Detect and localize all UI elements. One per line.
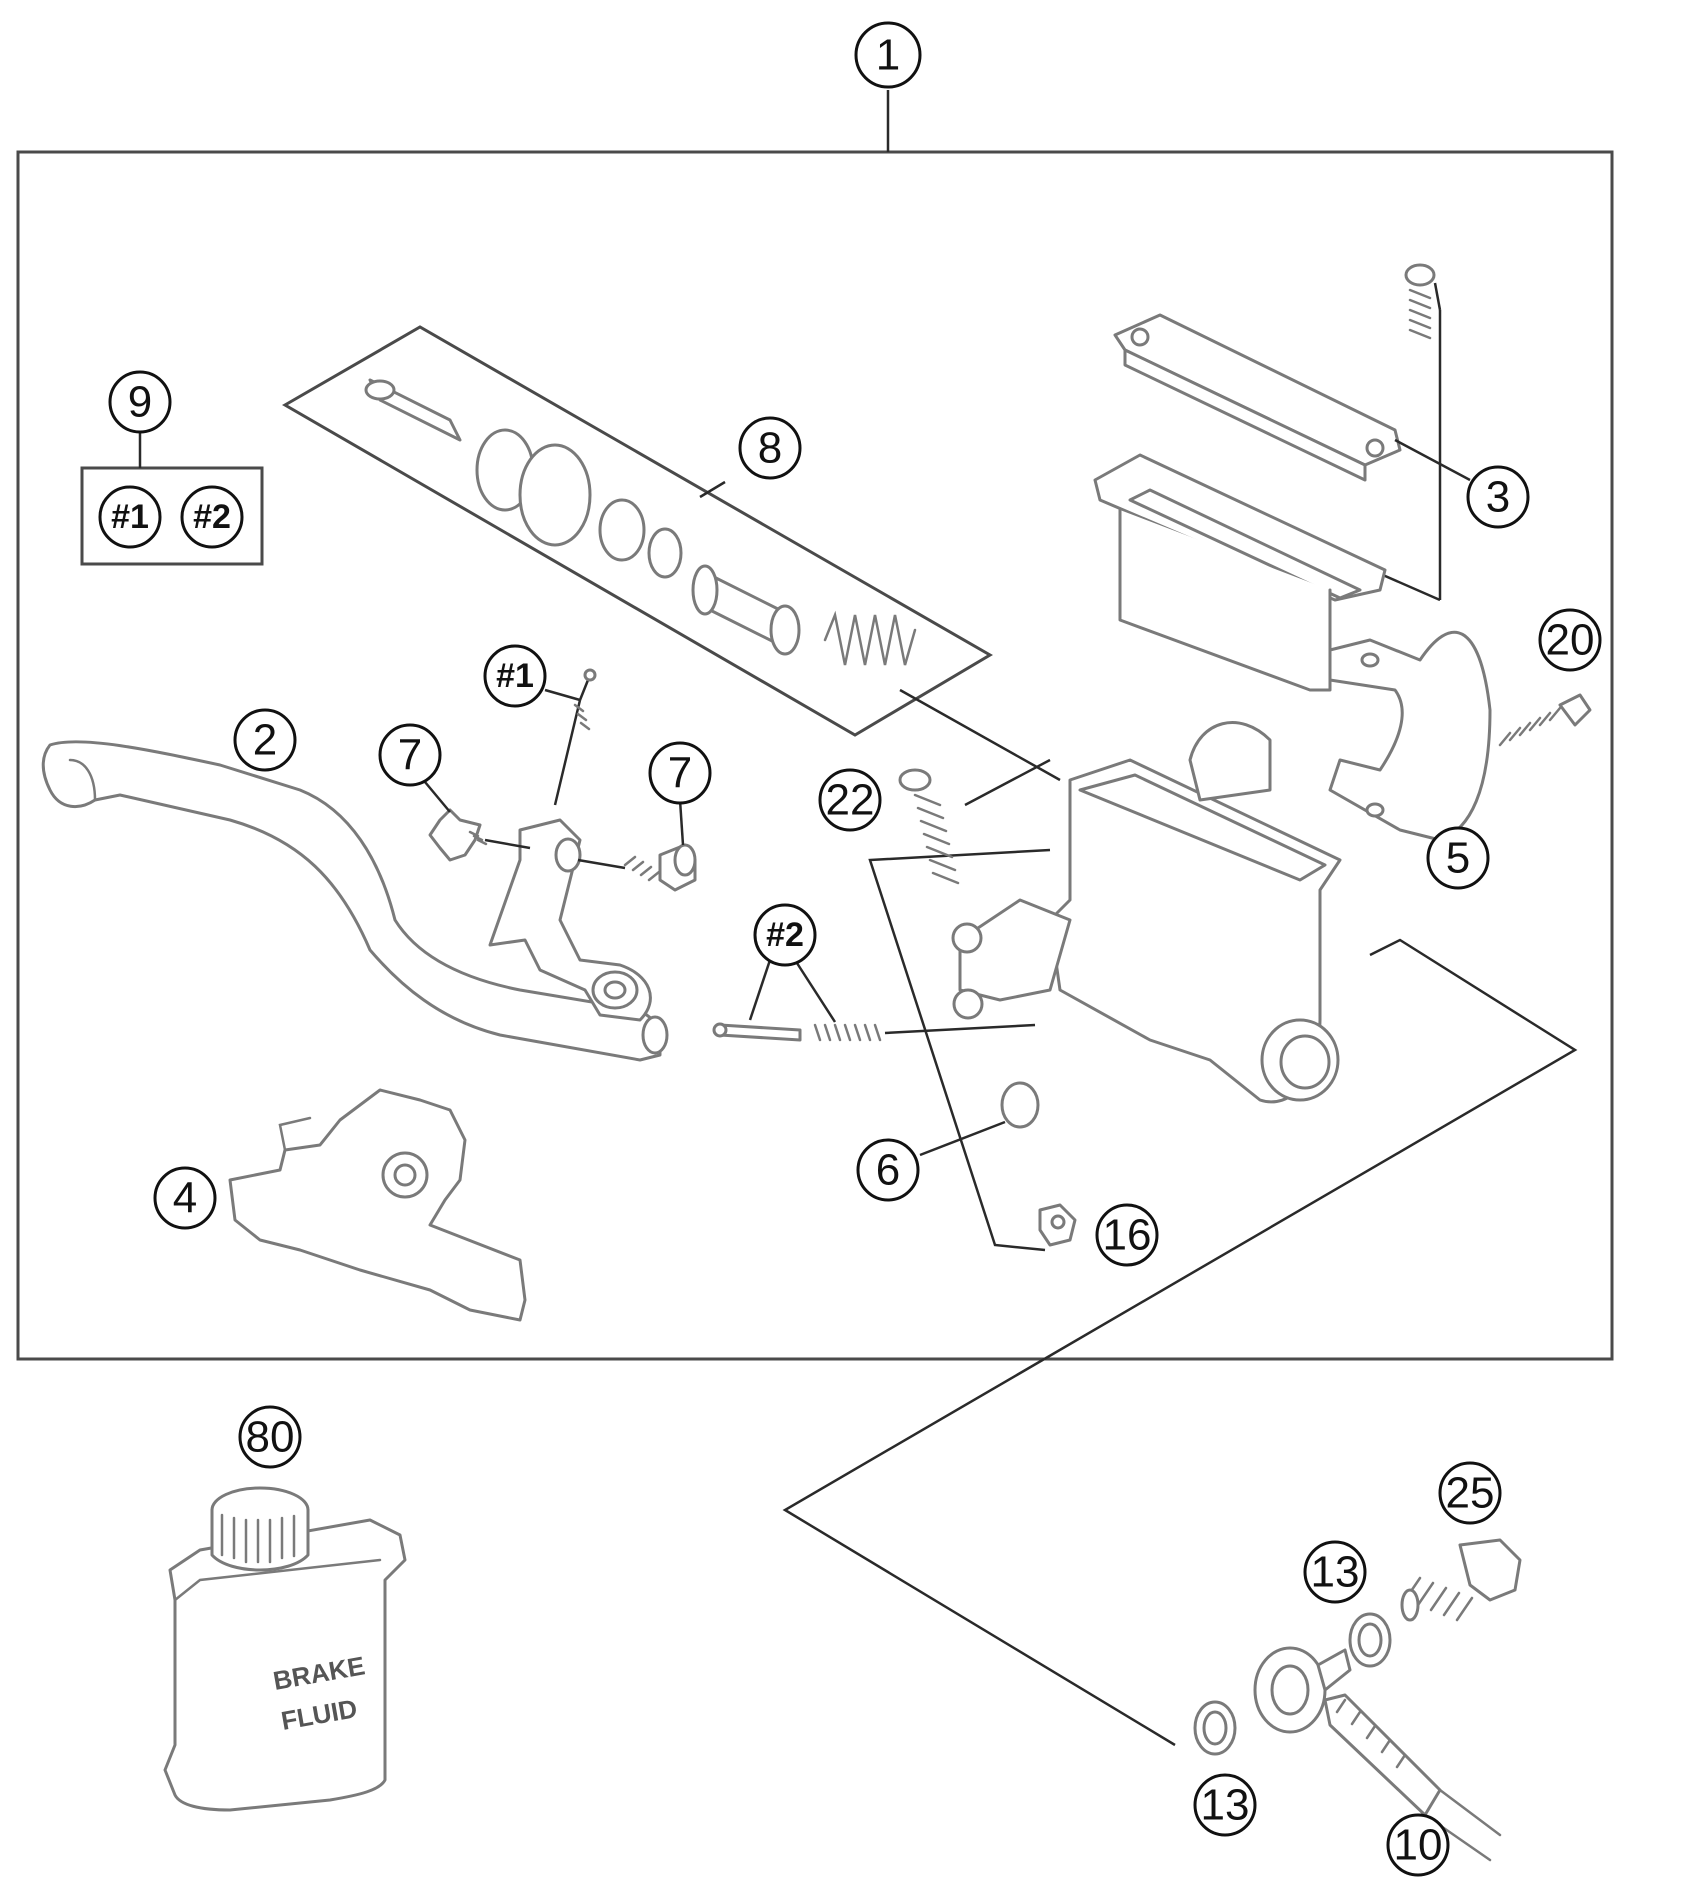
- kit-9-box: [80, 430, 264, 566]
- handlebar-clamp: [1328, 630, 1492, 842]
- callout-4: 4: [153, 1166, 217, 1230]
- hand-lever: [41, 740, 669, 1062]
- callout-hash2-pin-label: #2: [766, 916, 804, 954]
- adjuster-knob-left: [428, 808, 531, 862]
- reservoir-cap: [1113, 313, 1402, 482]
- callout-80-label: 80: [246, 1413, 295, 1462]
- hose-routing-frame: [782, 938, 1578, 1747]
- callout-25: 25: [1438, 1461, 1502, 1525]
- callout-22: 22: [818, 768, 882, 832]
- callout-9-label: 9: [128, 378, 152, 427]
- callout-10-label: 10: [1394, 1821, 1443, 1870]
- callout-7-right-label: 7: [668, 749, 692, 798]
- clamp-bolt: [1498, 693, 1592, 747]
- callout-5: 5: [1426, 826, 1490, 890]
- callout-3: 3: [1394, 438, 1530, 529]
- callout-13-lower-label: 13: [1201, 1781, 1250, 1830]
- adjuster-knob-right: [577, 843, 697, 892]
- callout-10: 10: [1386, 1813, 1450, 1877]
- callout-20: 20: [1538, 608, 1602, 672]
- callout-13-lower: 13: [1193, 1773, 1257, 1837]
- brake-fluid-bottle: BRAKE FLUID: [163, 1486, 407, 1812]
- washer-lower: [1193, 1700, 1237, 1756]
- callout-16: 16: [1095, 1203, 1159, 1267]
- washer-upper: [1348, 1612, 1392, 1668]
- banjo-bolt: [1400, 1538, 1522, 1622]
- callout-80: 80: [238, 1405, 302, 1469]
- ball: [919, 1081, 1040, 1157]
- callout-13-upper-label: 13: [1311, 1548, 1360, 1597]
- adjuster-screw: [898, 768, 960, 885]
- callout-22-label: 22: [826, 776, 875, 825]
- assembly-frame: [16, 90, 1614, 1361]
- lever-guard: [228, 1088, 527, 1322]
- nut: [1038, 1203, 1077, 1247]
- callout-20-label: 20: [1546, 616, 1595, 665]
- piston-kit-frame: [282, 325, 993, 737]
- callout-9: 9: [108, 370, 172, 434]
- callout-8: 8: [738, 416, 802, 480]
- callout-2: 2: [233, 708, 297, 772]
- piston-kit-parts: [364, 378, 1061, 782]
- callout-2-label: 2: [253, 716, 277, 765]
- callout-6: 6: [856, 1138, 920, 1202]
- callout-7-right: 7: [648, 741, 712, 846]
- callout-25-label: 25: [1446, 1469, 1495, 1518]
- callout-7-left: 7: [378, 723, 451, 813]
- callout-hash2-kit-label: #2: [193, 498, 231, 536]
- callout-hash1-lever-label: #1: [496, 657, 534, 695]
- callout-hash2-kit: #2: [180, 485, 244, 549]
- callout-hash1-kit-label: #1: [111, 498, 149, 536]
- callout-6-label: 6: [876, 1146, 900, 1195]
- reservoir-lid: [1093, 453, 1387, 692]
- small-screw: [573, 668, 597, 731]
- brake-hose: [1253, 1646, 1502, 1862]
- callout-1: 1: [854, 21, 922, 89]
- lever-pivot-arm: [488, 674, 652, 1022]
- callout-7-left-label: 7: [398, 731, 422, 780]
- callout-4-label: 4: [173, 1174, 197, 1223]
- callout-5-label: 5: [1446, 834, 1470, 883]
- callout-16-label: 16: [1103, 1211, 1152, 1260]
- callout-3-label: 3: [1486, 473, 1510, 522]
- callout-8-label: 8: [758, 424, 782, 473]
- callout-hash1-kit: #1: [98, 485, 162, 549]
- callout-1-label: 1: [876, 31, 900, 80]
- callout-hash1-lever: #1: [483, 644, 581, 708]
- pivot-pin: [712, 1022, 1036, 1042]
- adjuster-frame: [868, 758, 1051, 1252]
- callout-13-upper: 13: [1303, 1540, 1367, 1604]
- callout-hash2-pin: #2: [748, 903, 837, 1023]
- master-cylinder-body: [951, 721, 1342, 1104]
